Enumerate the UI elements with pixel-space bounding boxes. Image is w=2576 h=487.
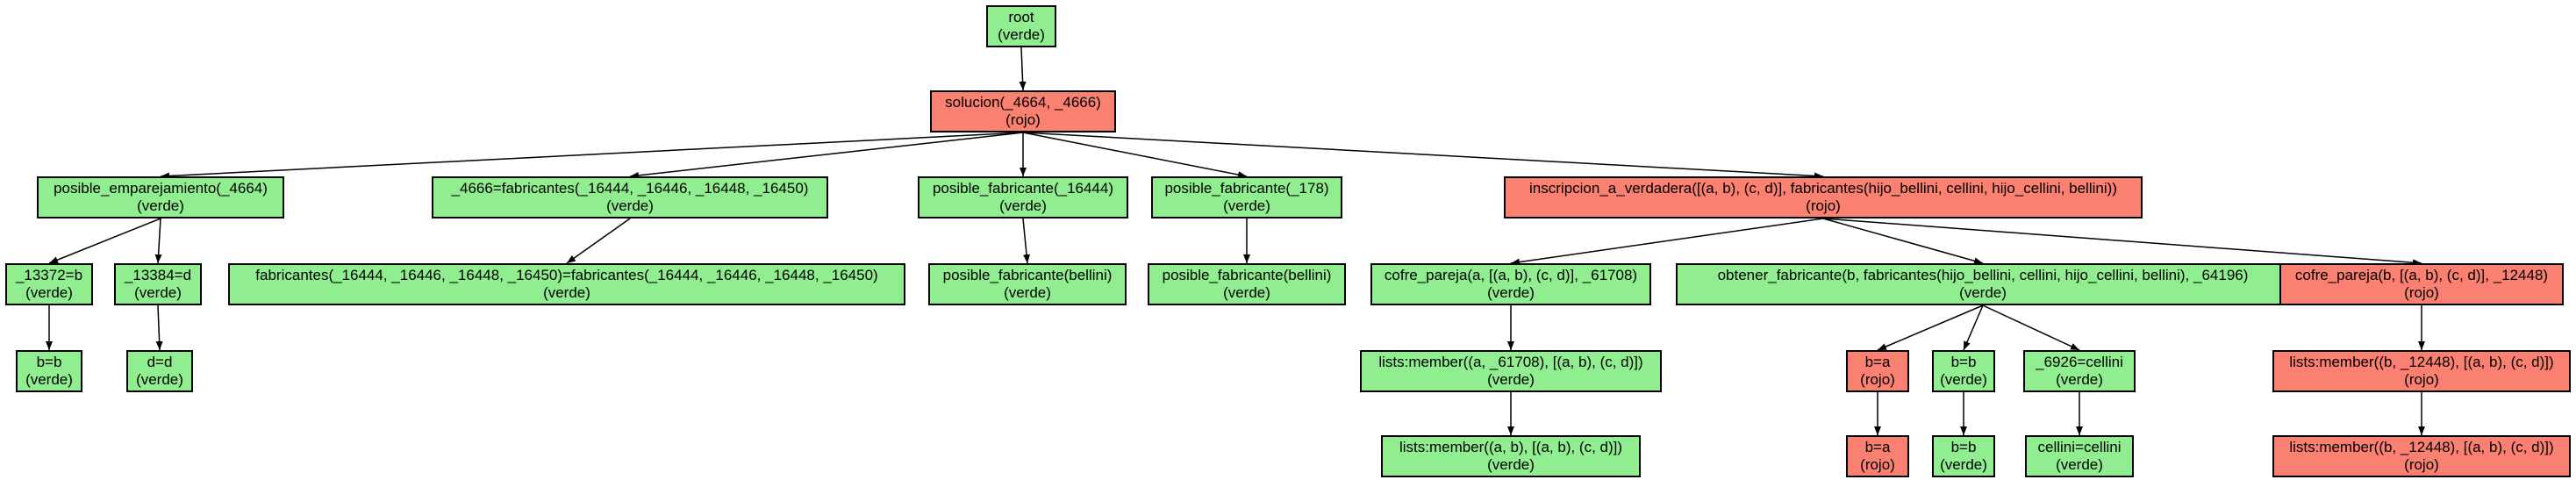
node-label: cofre_pareja(b, [(a, b), (c, d)], _12448…: [2294, 267, 2549, 283]
node-b-eq-b-2: b=b (verde): [1932, 350, 1995, 392]
node-status: (rojo): [2404, 456, 2439, 473]
node-label: obtener_fabricante(b, fabricantes(hijo_b…: [1717, 267, 2249, 283]
node-b-eq-b-3: b=b (verde): [1932, 435, 1995, 477]
node-status: (verde): [543, 284, 590, 301]
edge-insc-to-cofre_a: [1510, 218, 1824, 266]
node-6926-eq-cellini: _6926=cellini (verde): [2023, 350, 2136, 392]
edge-solucion-to-pe: [160, 132, 1024, 180]
node-status: (verde): [1223, 284, 1270, 301]
node-d-eq-d: d=d (verde): [126, 350, 193, 392]
node-label: lists:member((b, _12448), [(a, b), (c, d…: [2289, 354, 2554, 370]
node-b-eq-a-1: b=a (rojo): [1846, 350, 1909, 392]
node-lists-member-a-1: lists:member((a, _61708), [(a, b), (c, d…: [1360, 350, 1662, 392]
edge-solucion-to-insc: [1022, 132, 1824, 180]
node-13384-eq-d: _13384=d (verde): [114, 263, 202, 305]
node-label: _13372=b: [15, 267, 83, 283]
node-posible-emparejamiento: posible_emparejamiento(_4664) (verde): [37, 176, 284, 218]
edge-eq4666-to-fabeq: [566, 218, 631, 264]
node-lists-member-b-2: lists:member((b, _12448), [(a, b), (c, d…: [2272, 435, 2571, 477]
edge-obtener-to-e6926: [1982, 304, 2080, 351]
node-status: (verde): [1487, 284, 1535, 301]
node-status: (verde): [2056, 371, 2103, 388]
node-status: (verde): [136, 371, 183, 388]
node-label: posible_fabricante(_16444): [932, 180, 1114, 197]
node-label: lists:member((a, b), [(a, b), (c, d)]): [1399, 439, 1623, 455]
node-cellini-eq-cellini: cellini=cellini (verde): [2025, 435, 2134, 477]
node-inscripcion-a-verdadera: inscripcion_a_verdadera([(a, b), (c, d)]…: [1504, 176, 2143, 218]
node-4666-fabricantes: _4666=fabricantes(_16444, _16446, _16448…: [432, 176, 828, 218]
node-label: b=a: [1864, 354, 1891, 370]
node-label: cofre_pareja(a, [(a, b), (c, d)], _61708…: [1384, 267, 1638, 283]
node-b-eq-b-1: b=b (verde): [16, 350, 82, 392]
node-obtener-fabricante: obtener_fabricante(b, fabricantes(hijo_b…: [1676, 263, 2290, 305]
edge-pe-to-e13372: [48, 218, 161, 264]
node-label: inscripcion_a_verdadera([(a, b), (c, d)]…: [1529, 180, 2117, 197]
node-status: (verde): [998, 26, 1045, 43]
node-label: _4666=fabricantes(_16444, _16446, _16448…: [451, 180, 809, 197]
node-label: _13384=d: [124, 267, 192, 283]
edge-pf16444-to-pfb1: [1022, 218, 1031, 264]
node-status: (verde): [606, 197, 654, 214]
node-label: lists:member((b, _12448), [(a, b), (c, d…: [2289, 439, 2554, 455]
node-status: (verde): [25, 371, 73, 388]
node-status: (rojo): [1005, 111, 1041, 128]
node-label: b=a: [1864, 439, 1891, 455]
node-label: cellini=cellini: [2037, 439, 2122, 455]
node-status: (verde): [1940, 371, 1987, 388]
node-label: b=b: [1950, 439, 1977, 455]
edge-obtener-to-bb2: [1963, 304, 1984, 351]
node-posible-fabricante-bellini-1: posible_fabricante(bellini) (verde): [928, 263, 1127, 305]
edge-insc-to-obtener: [1822, 218, 1984, 265]
node-label: root: [1008, 9, 1034, 25]
node-status: (verde): [999, 197, 1047, 214]
node-cofre-pareja-b: cofre_pareja(b, [(a, b), (c, d)], _12448…: [2279, 263, 2564, 305]
node-b-eq-a-2: b=a (rojo): [1846, 435, 1909, 477]
node-label: solucion(_4664, _4666): [945, 94, 1101, 111]
node-lists-member-a-2: lists:member((a, b), [(a, b), (c, d)]) (…: [1381, 435, 1641, 477]
node-posible-fabricante-16444: posible_fabricante(_16444) (verde): [918, 176, 1128, 218]
node-13372-eq-b: _13372=b (verde): [5, 263, 93, 305]
node-posible-fabricante-bellini-2: posible_fabricante(bellini) (verde): [1148, 263, 1346, 305]
node-label: fabricantes(_16444, _16446, _16448, _164…: [255, 267, 878, 283]
node-status: (verde): [134, 284, 182, 301]
node-label: posible_fabricante(bellini): [942, 267, 1113, 283]
node-status: (rojo): [2404, 371, 2439, 388]
edge-insc-to-cofre_b: [1822, 218, 2422, 267]
node-label: posible_fabricante(_178): [1164, 180, 1329, 197]
node-label: _6926=cellini: [2036, 354, 2123, 370]
node-cofre-pareja-a: cofre_pareja(a, [(a, b), (c, d)], _61708…: [1370, 263, 1651, 305]
edge-obtener-to-ba1: [1877, 304, 1984, 351]
node-solucion: solucion(_4664, _4666) (rojo): [930, 90, 1116, 132]
node-status: (rojo): [2404, 284, 2439, 301]
node-status: (verde): [1004, 284, 1051, 301]
edge-solucion-to-pf178: [1022, 132, 1248, 179]
node-status: (rojo): [1860, 371, 1895, 388]
node-status: (verde): [1487, 456, 1535, 473]
node-root: root (verde): [986, 5, 1056, 47]
node-lists-member-b-1: lists:member((b, _12448), [(a, b), (c, d…: [2272, 350, 2571, 392]
node-label: d=d: [147, 354, 173, 370]
node-label: posible_emparejamiento(_4664): [54, 180, 268, 197]
edge-pe-to-e13384: [154, 218, 162, 264]
node-status: (verde): [1487, 371, 1535, 388]
node-label: b=b: [36, 354, 62, 370]
node-status: (verde): [2056, 456, 2103, 473]
node-status: (rojo): [1806, 197, 1841, 214]
node-status: (verde): [1223, 197, 1270, 214]
edge-solucion-to-eq4666: [629, 132, 1024, 179]
node-status: (verde): [1940, 456, 1987, 473]
edge-e13384-to-dd: [155, 304, 163, 351]
node-label: lists:member((a, _61708), [(a, b), (c, d…: [1378, 354, 1643, 370]
node-status: (verde): [1959, 284, 2007, 301]
node-fabricantes-unification: fabricantes(_16444, _16446, _16448, _164…: [228, 263, 905, 305]
edge-root-to-solucion: [1019, 47, 1027, 91]
node-status: (verde): [137, 197, 184, 214]
node-status: (verde): [25, 284, 73, 301]
node-label: posible_fabricante(bellini): [1162, 267, 1332, 283]
node-posible-fabricante-178: posible_fabricante(_178) (verde): [1151, 176, 1342, 218]
node-status: (rojo): [1860, 456, 1895, 473]
node-label: b=b: [1950, 354, 1977, 370]
